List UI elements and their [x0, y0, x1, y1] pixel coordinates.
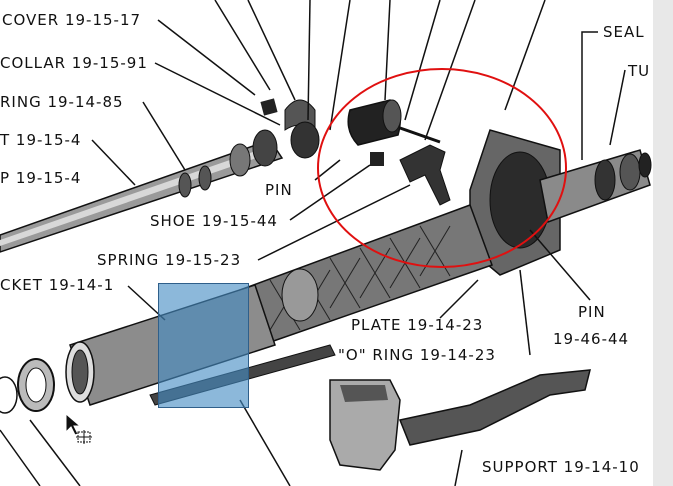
selection-rectangle[interactable]: [158, 283, 249, 408]
label-spring: SPRING 19-15-23: [97, 251, 242, 269]
move-cursor-icon: [66, 414, 92, 444]
label-ring-85: RING 19-14-85: [0, 93, 124, 111]
label-jacket: CKET 19-14-1: [0, 276, 115, 294]
label-seal: SEAL: [603, 23, 645, 41]
label-pin-right-number: 19-46-44: [553, 330, 630, 348]
shaft: [0, 129, 284, 253]
label-pin-right: PIN: [578, 303, 606, 321]
label-o-ring: "O" RING 19-14-23: [338, 346, 496, 364]
clamp-part: [329, 379, 401, 471]
label-collar: COLLAR 19-15-91: [0, 54, 148, 72]
motor-part: [347, 99, 441, 146]
label-plate: PLATE 19-14-23: [351, 316, 484, 334]
right-scroll-gutter[interactable]: [653, 0, 673, 486]
braided-hose: [239, 204, 493, 346]
label-pin-left: PIN: [265, 181, 293, 199]
highlight-circle: [317, 68, 567, 268]
cover-part: [260, 98, 320, 159]
label-cover: COVER 19-15-17: [2, 11, 142, 29]
label-support: SUPPORT 19-14-10: [482, 458, 640, 476]
label-tu: TU: [628, 62, 651, 80]
support-part: [398, 369, 591, 446]
label-shoe: SHOE 19-15-44: [150, 212, 278, 230]
label-part-4a: T 19-15-4: [0, 131, 82, 149]
right-tube: [539, 149, 652, 224]
shoe-part: [370, 144, 451, 206]
label-part-4b: P 19-15-4: [0, 169, 82, 187]
lower-rings: [0, 358, 55, 414]
